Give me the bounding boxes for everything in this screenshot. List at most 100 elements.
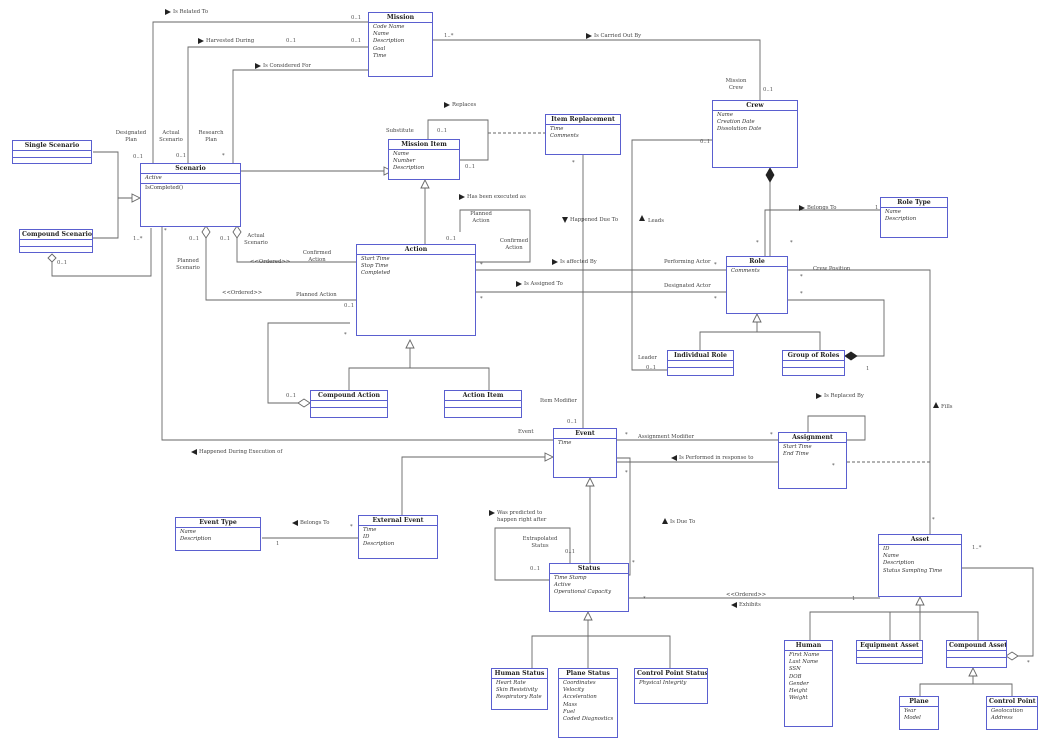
class-scenario[interactable]: Scenario Active IsCompleted() — [140, 163, 241, 227]
assoc-label-belongs-to-role: Belongs To — [807, 205, 837, 211]
attribute: Respiratory Rate — [496, 694, 542, 701]
class-single-scenario[interactable]: Single Scenario — [12, 140, 92, 164]
attribute: Active — [145, 175, 162, 181]
class-human-status[interactable]: Human Status Heart Rate Skin Resistivity… — [491, 668, 548, 710]
multiplicity: * — [572, 160, 575, 166]
role-label-assignment-modifier: Assignment Modifier — [638, 434, 695, 440]
class-title: Role — [727, 257, 787, 267]
attribute: SSN — [789, 666, 801, 673]
multiplicity: 0..1 — [286, 393, 297, 399]
class-title: Group of Roles — [783, 351, 844, 361]
attribute: Active — [554, 582, 571, 589]
class-crew[interactable]: Crew Name Creation Date Dissolution Date — [712, 100, 798, 168]
role-label-designated-plan: Designated Plan — [115, 130, 147, 143]
attribute: Description — [883, 560, 915, 567]
attribute: Name — [717, 112, 733, 118]
multiplicity: * — [714, 262, 717, 268]
class-compound-action[interactable]: Compound Action — [310, 390, 388, 418]
assoc-label-is-carried-out-by: Is Carried Out By — [594, 33, 642, 39]
class-individual-role[interactable]: Individual Role — [667, 350, 734, 376]
attribute: Name — [885, 209, 901, 215]
class-assignment[interactable]: Assignment Start Time End Time — [778, 432, 847, 489]
class-compound-scenario[interactable]: Compound Scenario — [19, 229, 93, 253]
class-title: Human Status — [492, 669, 547, 679]
attribute: Description — [885, 216, 917, 223]
class-event[interactable]: Event Time — [553, 428, 617, 478]
multiplicity: 1..* — [444, 33, 454, 39]
role-label-planned-scenario: Planned Scenario — [176, 258, 200, 271]
class-status[interactable]: Status Time Stamp Active Operational Cap… — [549, 563, 629, 612]
stereotype-ordered: <<Ordered>> — [726, 592, 767, 598]
attribute: Skin Resistivity — [496, 687, 538, 694]
role-label-designated-actor: Designated Actor — [664, 283, 711, 289]
class-compound-asset[interactable]: Compound Asset — [946, 640, 1007, 668]
multiplicity: 0..1 — [465, 164, 476, 170]
class-title: Plane Status — [559, 669, 617, 679]
role-label-leader: Leader — [638, 355, 657, 361]
attribute: Address — [991, 715, 1013, 722]
multiplicity: 1..* — [133, 236, 143, 242]
multiplicity: 0..1 — [646, 365, 657, 371]
multiplicity: * — [632, 560, 635, 566]
multiplicity: 0..1 — [286, 38, 297, 44]
attribute: Coordinates — [563, 680, 596, 686]
multiplicity: * — [1027, 660, 1030, 666]
assoc-label-is-performed-in-response: Is Performed in response to — [679, 455, 754, 461]
class-control-point-status[interactable]: Control Point Status Physical Integrity — [634, 668, 708, 704]
role-label-mission-crew: Mission Crew — [725, 78, 747, 91]
role-label-crew-position: Crew Position — [813, 266, 851, 272]
attribute: Code Name — [373, 24, 405, 30]
class-role-type[interactable]: Role Type Name Description — [880, 197, 948, 238]
stereotype-ordered: <<Ordered>> — [222, 290, 263, 296]
multiplicity: 1 — [852, 596, 856, 602]
class-human[interactable]: Human First Name Last Name SSN DOB Gende… — [784, 640, 833, 727]
attribute: Mass — [563, 701, 578, 708]
class-mission[interactable]: Mission Code Name Name Description Goal … — [368, 12, 433, 77]
assoc-label-has-been-executed-as: Has been executed as — [467, 194, 526, 200]
class-action[interactable]: Action Start Time Stop Time Completed — [356, 244, 476, 336]
attribute: Name — [373, 31, 389, 38]
multiplicity: 0..1 — [351, 15, 362, 21]
multiplicity: * — [800, 274, 803, 280]
class-plane[interactable]: Plane Year Model — [899, 696, 939, 730]
class-item-replacement[interactable]: Item Replacement Time Comments — [545, 114, 621, 155]
attribute: Velocity — [563, 687, 585, 694]
role-label-performing-actor: Performing Actor — [664, 259, 711, 265]
multiplicity: 0..1 — [133, 154, 144, 160]
attribute: Gender — [789, 680, 809, 687]
attribute: Coded Diagnostics — [563, 716, 614, 723]
class-asset[interactable]: Asset ID Name Description Status Samplin… — [878, 534, 962, 597]
assoc-label-exhibits: Exhibits — [739, 602, 761, 608]
multiplicity: * — [625, 432, 628, 438]
class-event-type[interactable]: Event Type Name Description — [175, 517, 261, 551]
class-title: Asset — [879, 535, 961, 545]
attribute: Name — [883, 553, 899, 560]
class-group-of-roles[interactable]: Group of Roles — [782, 350, 845, 376]
class-title: Role Type — [881, 198, 947, 208]
multiplicity: 0..1 — [176, 153, 187, 159]
class-title: External Event — [359, 516, 437, 526]
class-action-item[interactable]: Action Item — [444, 390, 522, 418]
class-title: Action Item — [445, 391, 521, 401]
multiplicity: 1 — [276, 541, 280, 547]
class-role[interactable]: Role Comments — [726, 256, 788, 314]
attribute: Comments — [731, 268, 760, 274]
class-control-point[interactable]: Control Point Geolocation Address — [986, 696, 1038, 730]
class-equipment-asset[interactable]: Equipment Asset — [856, 640, 923, 664]
class-plane-status[interactable]: Plane Status Coordinates Velocity Accele… — [558, 668, 618, 738]
class-mission-item[interactable]: Mission Item Name Number Description — [388, 139, 460, 180]
multiplicity: * — [643, 596, 646, 602]
attribute: Fuel — [563, 708, 575, 715]
class-title: Plane — [900, 697, 938, 707]
multiplicity: 0..1 — [565, 549, 576, 555]
class-title: Mission Item — [389, 140, 459, 150]
multiplicity: * — [714, 296, 717, 302]
attribute: Dissolution Date — [717, 126, 762, 133]
attribute: Comments — [550, 133, 579, 140]
class-title: Compound Asset — [947, 642, 1006, 651]
class-external-event[interactable]: External Event Time ID Description — [358, 515, 438, 559]
attribute: Status Sampling Time — [883, 567, 943, 574]
multiplicity: 0..1 — [189, 236, 200, 242]
multiplicity: 0..1 — [446, 236, 457, 242]
multiplicity: 0..1 — [344, 303, 355, 309]
